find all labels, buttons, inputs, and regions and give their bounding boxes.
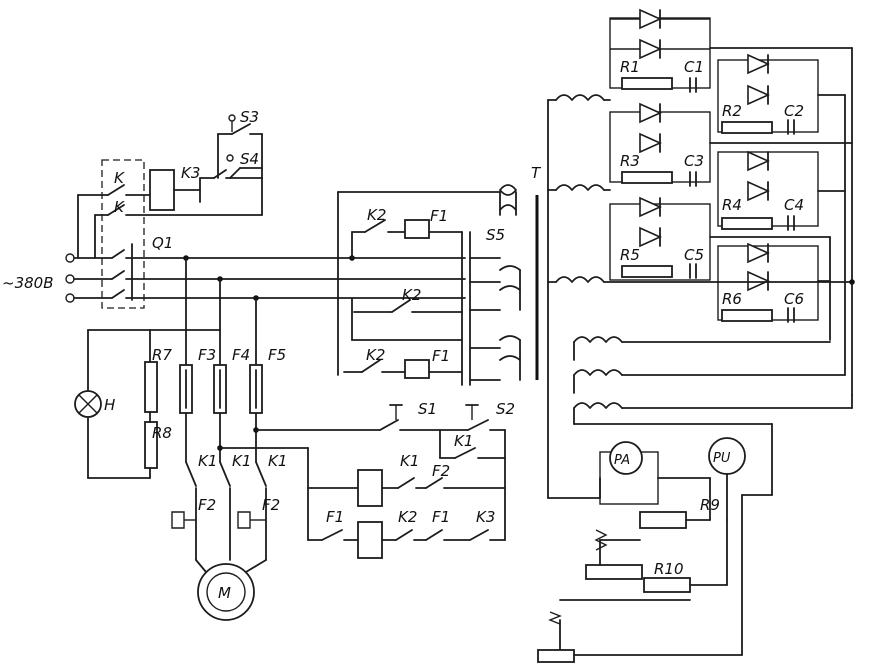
f2-label-ctrl: F2: [432, 462, 450, 480]
r6-label: R6: [722, 290, 742, 308]
f5-label: F5: [268, 346, 286, 364]
r7-label: R7: [152, 346, 172, 364]
s5-label: S5: [486, 226, 505, 244]
ammeter-pa: [609, 441, 643, 475]
tap-switch-block: [343, 231, 501, 386]
main-bus: [183, 255, 466, 301]
f2-label-1: F2: [198, 496, 216, 514]
r5-label: R5: [620, 246, 640, 264]
c2-label: C2: [784, 102, 804, 120]
q1-label: Q1: [152, 234, 173, 252]
meter-section: [537, 437, 746, 663]
motor-m: [197, 563, 255, 621]
k-coil: [149, 169, 175, 211]
r3-label: R3: [620, 152, 640, 170]
r8-label: R8: [152, 424, 172, 442]
h-label: H: [104, 396, 115, 414]
transformer-secondary: [547, 94, 605, 499]
s2-label: S2: [496, 400, 515, 418]
m-label: M: [218, 584, 231, 602]
c1-label: C1: [684, 58, 704, 76]
k-label-2: K: [114, 198, 125, 216]
t-label: T: [531, 164, 542, 182]
transformer-primary: [499, 184, 521, 381]
c5-label: C5: [684, 246, 704, 264]
s4-label: S4: [240, 150, 259, 168]
k3-label: K3: [181, 164, 200, 182]
r2-label: R2: [722, 102, 742, 120]
k1-label-2: K1: [232, 452, 251, 470]
pa-label: PA: [614, 453, 630, 468]
k1-label-1: K1: [198, 452, 217, 470]
q1-breaker: [111, 243, 257, 301]
f3-label: F3: [198, 346, 216, 364]
s3-s4-switches: [217, 114, 263, 179]
c3-label: C3: [684, 152, 704, 170]
f1-label-top: F1: [430, 207, 448, 225]
pu-label: PU: [713, 451, 731, 466]
f4-label: F4: [232, 346, 250, 364]
r4-label: R4: [722, 196, 742, 214]
r9-label: R9: [700, 496, 720, 514]
k3-label-ctrl: K3: [476, 508, 495, 526]
f1-label-ctrl2: F1: [432, 508, 450, 526]
q1-enclosure: [101, 159, 145, 309]
rectifier-bank: [603, 8, 855, 396]
f2-label-2: F2: [262, 496, 280, 514]
f1-label-ctrl: F1: [326, 508, 344, 526]
s1-label: S1: [418, 400, 437, 418]
k2-label-mid: K2: [402, 286, 421, 304]
fuse-branch: [74, 257, 263, 479]
k1-label-ctrl2: K1: [400, 452, 419, 470]
contactor-control-loop: [337, 191, 501, 376]
control-circuit: [219, 404, 506, 559]
k2-label-bottom: K2: [366, 346, 385, 364]
supply-terminals: [65, 253, 113, 303]
k2-label-top: K2: [367, 206, 386, 224]
f1-label-bottom: F1: [432, 347, 450, 365]
motor-branch: [171, 461, 267, 621]
r10-label: R10: [654, 560, 684, 578]
r1-label: R1: [620, 58, 640, 76]
c4-label: C4: [784, 196, 804, 214]
k-label-1: K: [114, 169, 125, 187]
k-relay-group: [77, 169, 263, 259]
supply-label: ~380B: [2, 274, 54, 292]
k2-label-ctrl: K2: [398, 508, 417, 526]
c6-label: C6: [784, 290, 804, 308]
k1-label-3: K1: [268, 452, 287, 470]
s3-label: S3: [240, 108, 259, 126]
k1-label-ctrl: K1: [454, 432, 473, 450]
lower-secondaries: [573, 336, 853, 496]
